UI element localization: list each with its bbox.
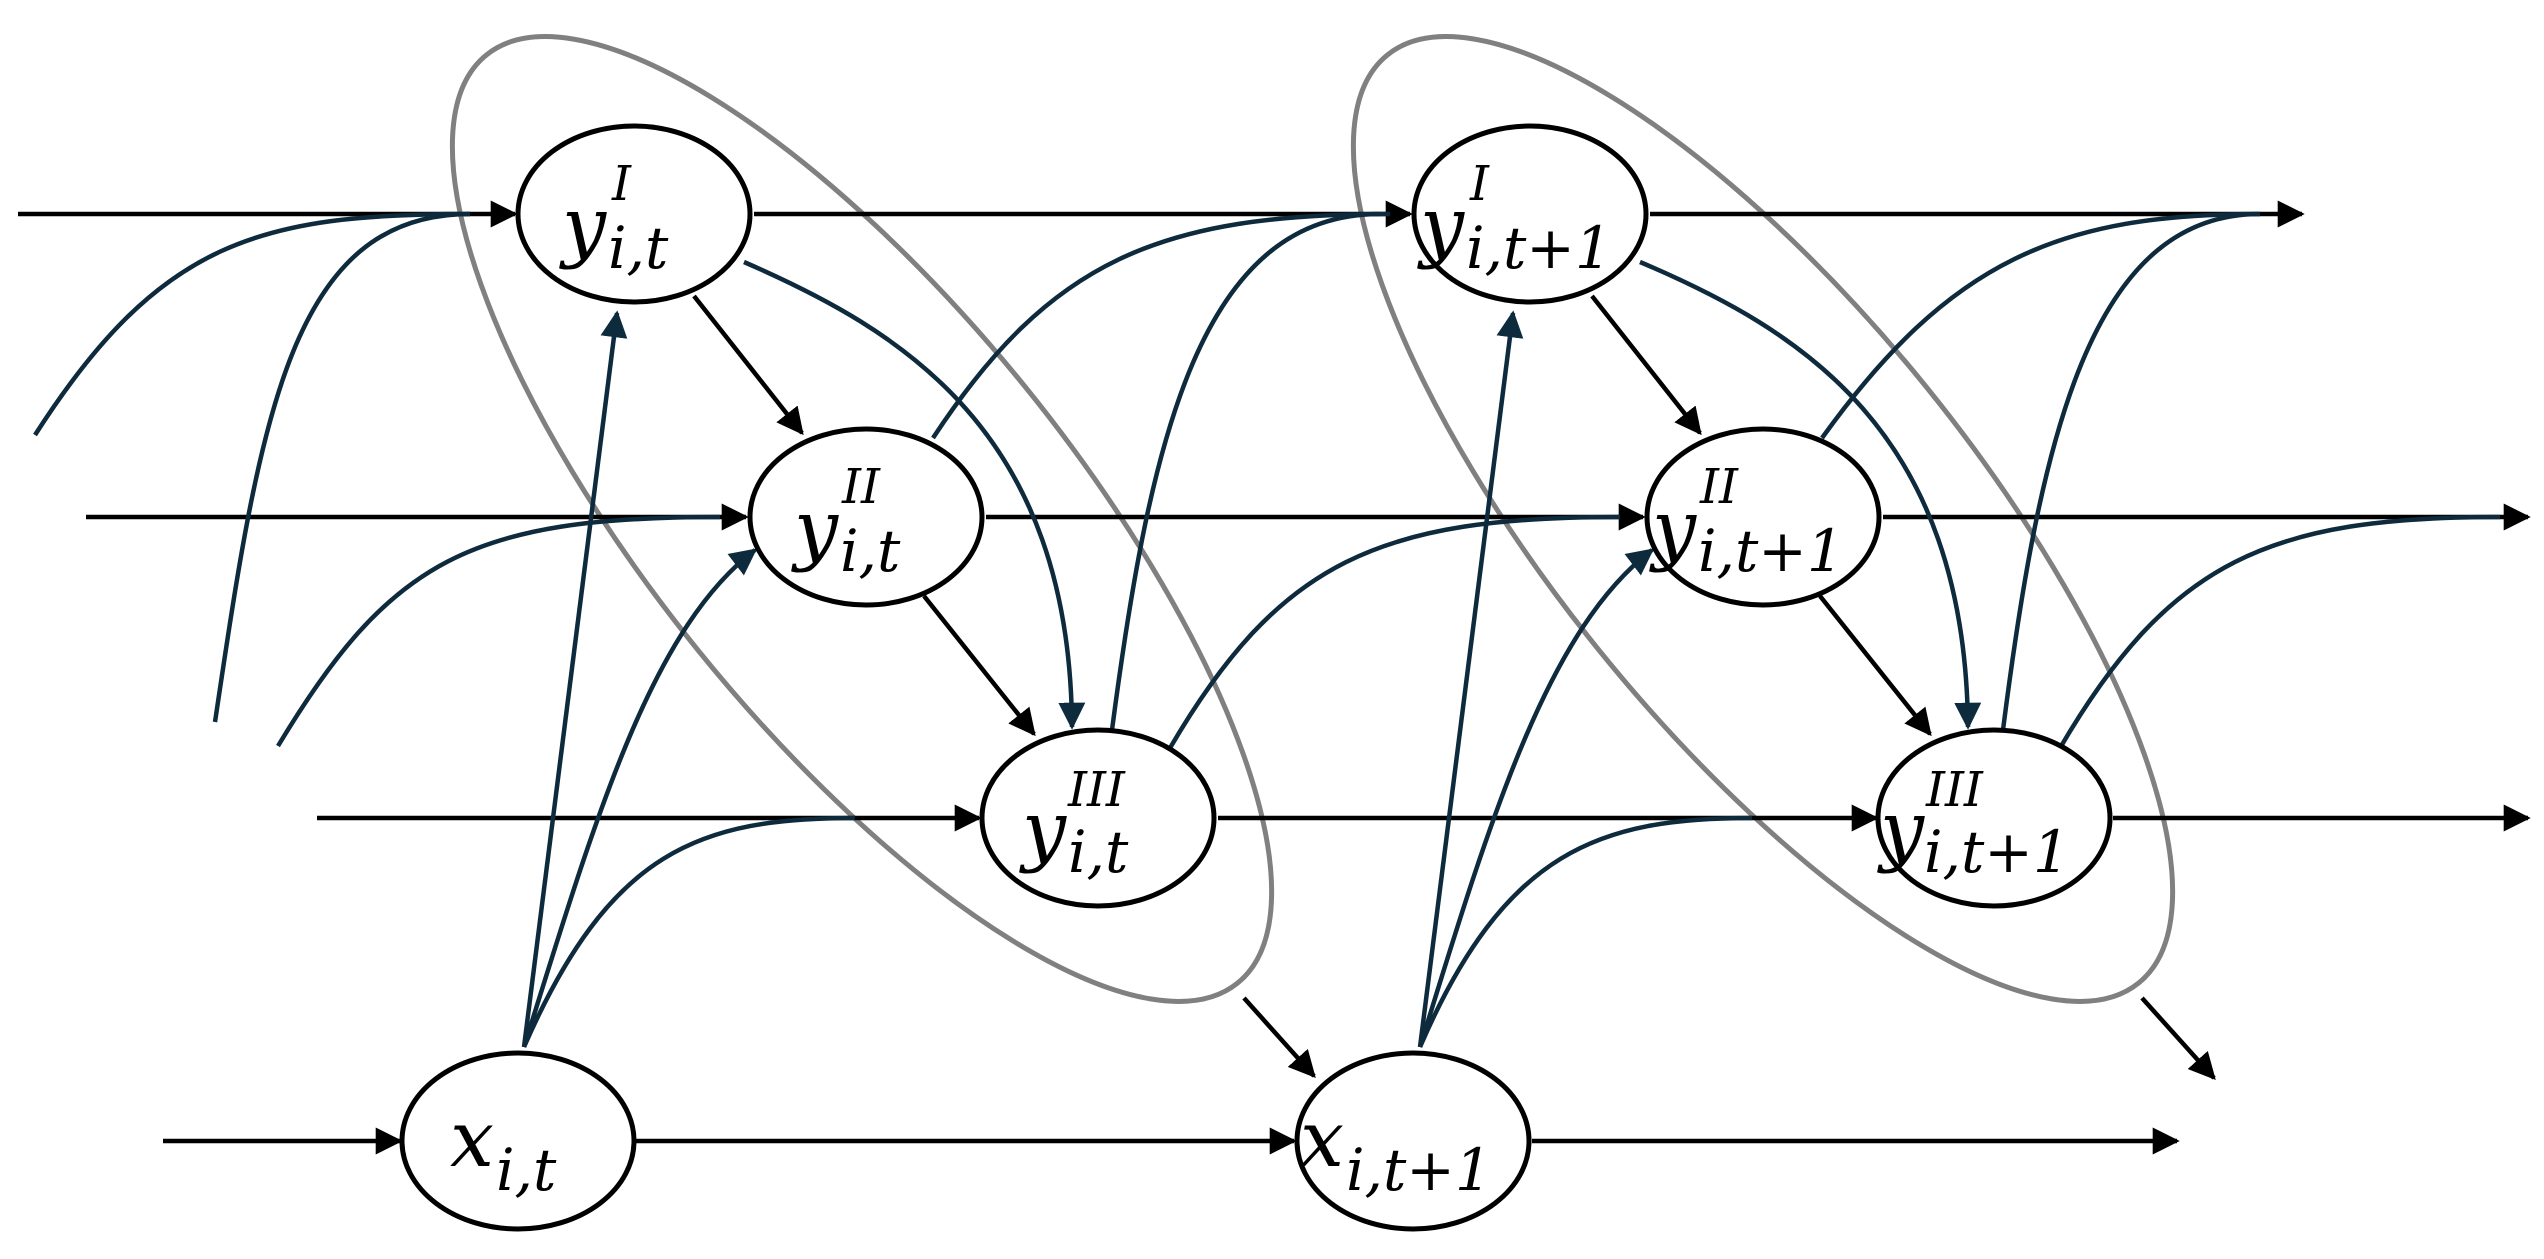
group-outline-t1 [1350,34,2176,1004]
svg-text:i,t: i,t [840,517,901,585]
svg-text:i,t+1: i,t+1 [1698,517,1844,585]
edge-xt-y2t [521,548,758,1048]
node-y3-t1: y III i,t+1 [1875,727,2113,909]
svg-text:i,t+1: i,t+1 [1346,1136,1492,1204]
edge-prev-b [212,211,471,723]
node-base: y [1019,785,1067,875]
edge-xt1-y1t1 [1417,310,1524,1048]
edge-xt-y1t [521,310,628,1048]
edge-y3t-y2t1 [1168,514,1621,750]
edge-group-t1-out [2140,996,2216,1081]
node-base: y [1649,484,1697,574]
svg-text:II: II [1699,459,1739,515]
node-superscript: III [1925,762,1984,818]
edge-group-t-xt1 [1242,996,1316,1079]
nodes: y I i,t y II i,t y III i,t x i,t y I [399,123,2113,1232]
node-x-t1: x i,t+1 [1294,1050,1532,1232]
svg-text:II: II [841,459,881,515]
node-superscript: II [841,459,881,515]
node-superscript: I [611,156,632,212]
node-y2-t: y II i,t [747,426,985,608]
node-subscript: i,t+1 [1698,517,1844,585]
node-base: y [1877,785,1925,875]
node-superscript: III [1067,762,1126,818]
edges [18,200,2531,1155]
svg-text:i,t: i,t [1068,818,1129,886]
node-subscript: i,t+1 [1466,214,1612,282]
svg-text:i,t: i,t [496,1136,557,1204]
svg-text:y: y [1649,484,1697,574]
svg-text:y: y [791,484,839,574]
svg-text:y: y [1019,785,1067,875]
node-y2-t1: y II i,t+1 [1644,426,1882,608]
node-base: y [791,484,839,574]
group-outlines [449,34,2176,1004]
group-outline-t [449,34,1275,1004]
edge-prev-c [276,514,721,748]
edge-xt-y3t [521,815,856,1048]
node-superscript: II [1699,459,1739,515]
svg-text:y: y [1417,181,1465,271]
svg-text:III: III [1067,762,1126,818]
edge-y2t1-y3t1 [1818,594,1932,737]
edge-y2t-y3t [922,594,1036,737]
edge-y1t1-y2t1 [1590,294,1702,436]
svg-text:y: y [559,181,607,271]
edge-y3t-y1t1 [1109,211,1381,731]
svg-text:x: x [450,1095,494,1185]
node-subscript: i,t+1 [1924,818,2070,886]
edge-xt1-y2t1 [1417,548,1655,1048]
node-subscript: i,t [840,517,901,585]
node-y1-t: y I i,t [515,123,753,305]
svg-text:I: I [1469,156,1490,212]
svg-text:y: y [1877,785,1925,875]
edge-prev-a [33,211,471,437]
svg-text:x: x [1300,1095,1344,1185]
node-y3-t: y III i,t [979,727,1217,909]
node-subscript: i,t [496,1136,557,1204]
edge-y1t-y3t [743,259,1086,730]
node-superscript: I [1469,156,1490,212]
node-subscript: i,t [608,214,669,282]
svg-text:III: III [1925,762,1984,818]
node-base: x [450,1095,494,1185]
edge-xt1-y3t1 [1417,815,1753,1048]
edge-y3t1-out-a [2000,211,2261,731]
svg-text:i,t+1: i,t+1 [1466,214,1612,282]
edge-y3t1-out-b [2058,514,2501,750]
node-subscript: i,t+1 [1346,1136,1492,1204]
node-x-t: x i,t [399,1050,637,1232]
edge-y1t-y2t [692,294,804,436]
node-base: y [559,181,607,271]
node-subscript: i,t [1068,818,1129,886]
edge-y2t-y1t1 [931,211,1391,440]
node-base: x [1300,1095,1344,1185]
edge-y1t1-y3t1 [1639,259,1982,730]
edge-y2t1-out-a [1820,211,2261,440]
node-base: y [1417,181,1465,271]
svg-text:I: I [611,156,632,212]
node-y1-t1: y I i,t+1 [1411,123,1649,305]
svg-text:i,t: i,t [608,214,669,282]
svg-text:i,t+1: i,t+1 [1924,818,2070,886]
